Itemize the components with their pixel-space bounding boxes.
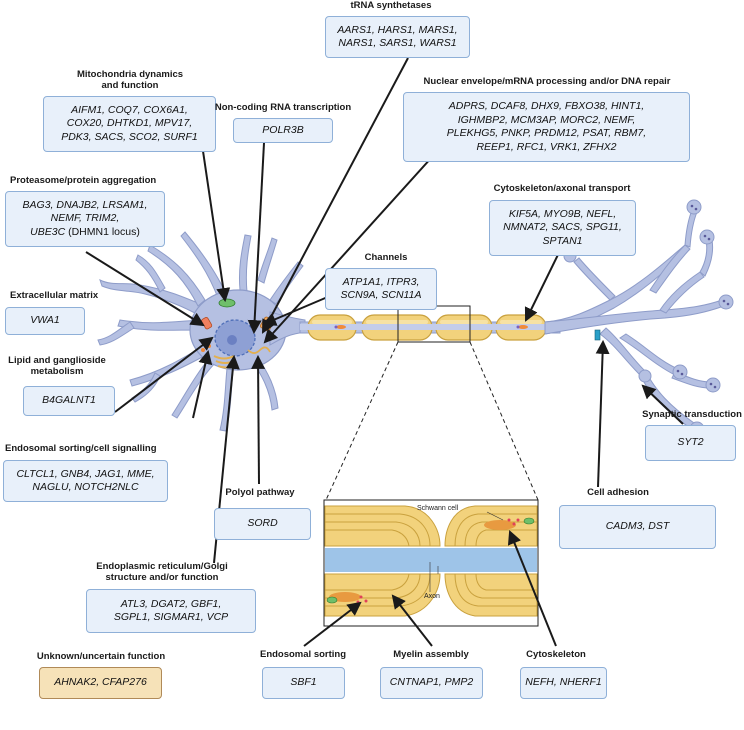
ncrna-genes-box: POLR3B	[233, 118, 333, 143]
polyol-line: SORD	[247, 517, 278, 530]
endosomal-signalling-line: NAGLU, NOTCH2NLC	[32, 481, 139, 493]
nucleolus	[227, 335, 237, 345]
mito-title: Mitochondria dynamics and function	[77, 69, 183, 91]
mito-title-line: and function	[101, 80, 159, 91]
channels-line: SCN9A, SCN11A	[340, 289, 422, 301]
ncrna-line: POLR3B	[262, 123, 304, 136]
ecm-genes-box: VWA1	[5, 307, 85, 335]
cytoskeleton-axonal-genes-box: KIF5A, MYO9B, NEFL,NMNAT2, SACS, SPG11,S…	[489, 200, 636, 256]
lipid-title-line: Lipid and ganglioside	[8, 355, 106, 366]
mito-line: AIFM1, COQ7, COX6A1,	[71, 103, 188, 116]
proteasome-line: BAG3, DNAJB2, LRSAM1,	[22, 198, 148, 211]
channels-title: Channels	[364, 252, 408, 263]
nuclear-line: REEP1, RFC1, VRK1, ZFHX2	[476, 140, 617, 153]
schwann-cell-label: Schwann cell	[417, 505, 459, 512]
er-golgi-title-line: Endoplasmic reticulum/Golgi	[96, 561, 228, 572]
synaptic-line: SYT2	[677, 436, 704, 449]
mito-genes-box: AIFM1, COQ7, COX6A1,COX20, DHTKD1, MPV17…	[43, 96, 216, 152]
cytoskeleton-axonal-title: Cytoskeleton/axonal transport	[493, 183, 631, 194]
nuclear-line: PLEKHG5, PNKP, PRDM12, PSAT, RBM7,	[446, 127, 647, 139]
axon-label: Axon	[424, 593, 440, 600]
trna-title: tRNA synthetases	[350, 0, 432, 11]
synaptic-title: Synaptic transduction	[642, 409, 742, 420]
channels-line: ATP1A1, ITPR3,	[342, 275, 420, 288]
er-golgi-title: Endoplasmic reticulum/Golgi structure an…	[96, 561, 227, 583]
myelin-genes-box: CNTNAP1, PMP2	[380, 667, 483, 699]
cytoskeleton-axonal-line: NMNAT2, SACS, SPG11,	[503, 221, 622, 234]
proteasome-title: Proteasome/protein aggregation	[10, 175, 157, 186]
ecm-title: Extracellular matrix	[10, 290, 99, 301]
endosomal-genes-box: SBF1	[262, 667, 345, 699]
cytoskeleton-axonal-line: KIF5A, MYO9B, NEFL,	[508, 207, 617, 220]
ecm-line: VWA1	[30, 314, 60, 327]
cytoskeleton-axonal-line: SPTAN1	[542, 234, 583, 247]
er-golgi-title-line: structure and/or function	[105, 572, 219, 583]
endosomal-signalling-line: CLTCL1, GNB4, JAG1, MME,	[16, 467, 155, 480]
myelin-line: CNTNAP1, PMP2	[389, 676, 474, 689]
axonal-cargo	[334, 325, 528, 329]
nuclear-genes-box: ADPRS, DCAF8, DHX9, FBXO38, HINT1,IGHMBP…	[403, 92, 690, 162]
cyto-title: Cytoskeleton	[526, 649, 586, 660]
mito-line: COX20, DHTKD1, MPV17,	[66, 117, 193, 130]
inset-panel	[323, 499, 539, 627]
nuclear-title: Nuclear envelope/mRNA processing and/or …	[423, 76, 671, 87]
er-golgi-line: ATL3, DGAT2, GBF1,	[120, 597, 222, 610]
adhesion-marker	[594, 329, 601, 341]
proteasome-locus-note: (DHMN1 locus)	[65, 225, 140, 238]
proteasome-gene: UBE3C	[30, 225, 66, 238]
trna-genes-box: AARS1, HARS1, MARS1,NARS1, SARS1, WARS1	[325, 16, 470, 58]
endosomal-signalling-title: Endosomal sorting/cell signalling	[5, 443, 157, 454]
proteasome-genes-box: BAG3, DNAJB2, LRSAM1,NEMF, TRIM2,UBE3C (…	[5, 191, 165, 247]
unknown-title: Unknown/uncertain function	[36, 651, 166, 662]
adhesion-line: CADM3, DST	[605, 520, 670, 533]
lipid-title-line: metabolism	[30, 366, 84, 377]
nuclear-line: IGHMBP2, MCM3AP, MORC2, NEMF,	[457, 113, 636, 126]
unknown-line: AHNAK2, CFAP276	[54, 676, 147, 689]
mito-line: PDK3, SACS, SCO2, SURF1	[61, 130, 198, 143]
adhesion-genes-box: CADM3, DST	[559, 505, 716, 549]
polyol-title: Polyol pathway	[225, 487, 295, 498]
mitochondrion	[218, 298, 236, 308]
synaptic-genes-box: SYT2	[645, 425, 736, 461]
endosomal-line: SBF1	[290, 676, 317, 689]
er-golgi-genes-box: ATL3, DGAT2, GBF1,SGPL1, SIGMAR1, VCP	[86, 589, 256, 633]
cyto-genes-box: NEFH, NHERF1	[520, 667, 607, 699]
lipid-title: Lipid and ganglioside metabolism	[8, 355, 106, 377]
trna-line: NARS1, SARS1, WARS1	[338, 37, 457, 49]
er-golgi-line: SGPL1, SIGMAR1, VCP	[113, 611, 229, 623]
trna-line: AARS1, HARS1, MARS1,	[337, 23, 458, 36]
myelin-inner	[312, 320, 542, 324]
endosomal-signalling-genes-box: CLTCL1, GNB4, JAG1, MME,NAGLU, NOTCH2NLC	[3, 460, 168, 502]
ncrna-title: Non-coding RNA transcription	[214, 102, 352, 113]
cyto-line: NEFH, NHERF1	[525, 676, 602, 689]
polyol-genes-box: SORD	[214, 508, 311, 540]
nuclear-line: ADPRS, DCAF8, DHX9, FBXO38, HINT1,	[448, 100, 645, 112]
endosomal-title: Endosomal sorting	[259, 649, 347, 660]
proteasome-line: NEMF, TRIM2,	[50, 212, 120, 225]
myelin-title: Myelin assembly	[393, 649, 469, 660]
adhesion-title: Cell adhesion	[587, 487, 649, 498]
mito-title-line: Mitochondria dynamics	[76, 69, 184, 80]
endoplasmic-reticulum	[247, 346, 271, 354]
unknown-genes-box: AHNAK2, CFAP276	[39, 667, 162, 699]
channels-genes-box: ATP1A1, ITPR3,SCN9A, SCN11A	[325, 268, 437, 310]
lipid-line: B4GALNT1	[42, 394, 96, 407]
synaptic-boutons	[563, 199, 734, 437]
lipid-genes-box: B4GALNT1	[23, 386, 115, 416]
axon-core-exposed	[300, 324, 550, 330]
